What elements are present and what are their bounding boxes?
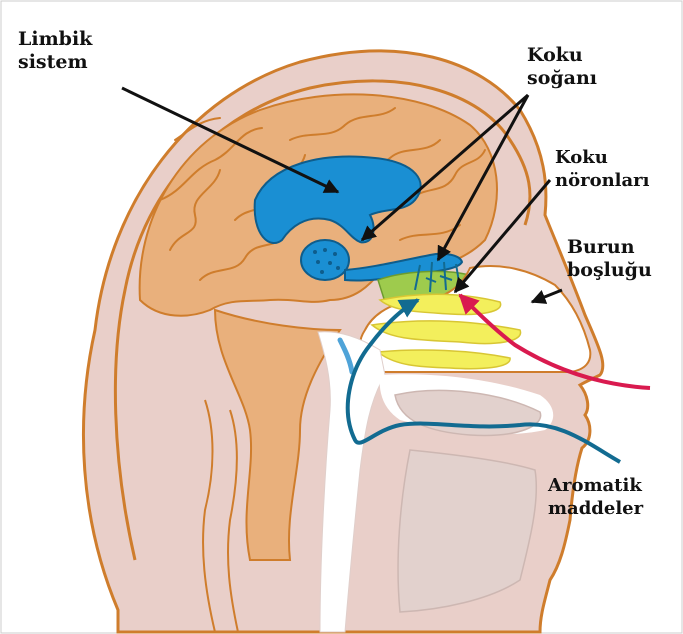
label-bulb-line2: soğanı xyxy=(527,67,597,90)
hippocampus xyxy=(301,240,349,280)
label-olfactory-bulb: Koku soğanı xyxy=(527,44,597,90)
label-olfactory-neurons: Koku nöronları xyxy=(555,146,650,192)
label-nasal-cavity: Burun boşluğu xyxy=(567,236,652,282)
label-limbic-line2: sistem xyxy=(18,51,92,74)
label-nasal-line2: boşluğu xyxy=(567,259,652,282)
label-neurons-line1: Koku xyxy=(555,146,650,169)
label-aromatic-line2: maddeler xyxy=(548,497,643,520)
label-bulb-line1: Koku xyxy=(527,44,597,67)
label-aromatic-line1: Aromatik xyxy=(548,474,643,497)
label-aromatic-substances: Aromatik maddeler xyxy=(548,474,643,520)
label-limbic-line1: Limbik xyxy=(18,28,92,51)
label-limbic-system: Limbik sistem xyxy=(18,28,92,74)
label-neurons-line2: nöronları xyxy=(555,169,650,192)
label-nasal-line1: Burun xyxy=(567,236,652,259)
